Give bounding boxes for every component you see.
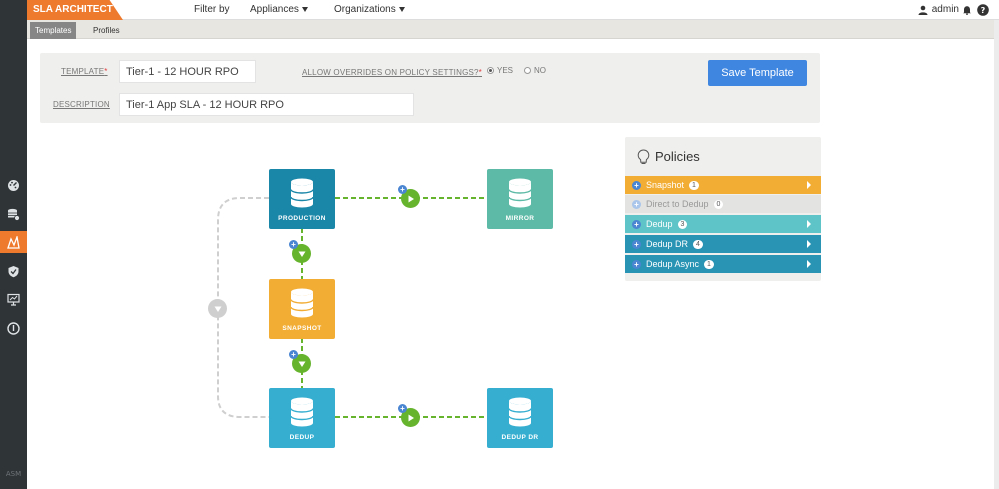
tab-templates[interactable]: Templates xyxy=(30,22,77,39)
policy-item-dedup[interactable]: + Dedup 3 xyxy=(625,215,821,233)
production-node[interactable]: PRODUCTION xyxy=(269,169,335,229)
chevron-right-icon xyxy=(807,181,811,189)
add-icon: + xyxy=(632,219,641,229)
tab-profiles[interactable]: Profiles xyxy=(93,26,120,35)
description-label: DESCRIPTION xyxy=(53,100,110,109)
filter-by-label: Filter by xyxy=(194,4,230,15)
sidebar-footer-label: ASM xyxy=(5,470,22,478)
policy-item-dedup-dr[interactable]: + Dedup DR 4 xyxy=(625,235,821,253)
radio-selected-icon xyxy=(487,67,494,74)
overrides-label: ALLOW OVERRIDES ON POLICY SETTINGS?* xyxy=(302,68,482,77)
organizations-dropdown[interactable]: Organizations xyxy=(334,0,405,20)
user-menu[interactable]: admin xyxy=(918,0,959,20)
down-arrow-icon[interactable] xyxy=(292,354,311,373)
chevron-down-icon xyxy=(398,6,405,12)
monitor-icon[interactable] xyxy=(0,288,27,310)
template-name-field[interactable]: Tier-1 - 12 HOUR RPO xyxy=(119,60,256,83)
no-label: NO xyxy=(534,66,546,75)
top-bar: SLA ARCHITECT Filter by Appliances Organ… xyxy=(27,0,999,20)
down-arrow-icon[interactable] xyxy=(292,244,311,263)
down-arrow-icon[interactable] xyxy=(208,299,227,318)
policy-item-dedup-async[interactable]: + Dedup Async 1 xyxy=(625,255,821,273)
add-icon: + xyxy=(632,199,641,209)
policy-label: Dedup xyxy=(646,219,673,229)
template-label: TEMPLATE* xyxy=(61,67,108,76)
dashboard-icon[interactable] xyxy=(0,174,27,196)
policies-panel: Policies + Snapshot 1 + Direct to Dedup 0 + D… xyxy=(625,137,821,281)
sla-architect-icon[interactable] xyxy=(0,231,27,253)
description-field[interactable]: Tier-1 App SLA - 12 HOUR RPO xyxy=(119,93,414,116)
database-icon xyxy=(290,178,314,208)
add-policy-icon[interactable]: + xyxy=(289,350,298,359)
chevron-right-icon xyxy=(807,260,811,268)
radio-unselected-icon xyxy=(524,67,531,74)
save-template-button[interactable]: Save Template xyxy=(708,60,807,86)
info-power-icon[interactable] xyxy=(0,317,27,339)
database-icon xyxy=(290,288,314,318)
mirror-label: MIRROR xyxy=(505,215,535,222)
database-icon xyxy=(508,397,532,427)
scrollbar-track[interactable] xyxy=(994,20,999,489)
policy-count-badge: 0 xyxy=(713,199,724,209)
brand-title[interactable]: SLA ARCHITECT xyxy=(27,0,123,20)
user-icon xyxy=(918,5,928,15)
policy-count-badge: 1 xyxy=(704,259,714,269)
policy-label: Snapshot xyxy=(646,180,685,190)
left-sidebar: ASM xyxy=(0,0,27,489)
svg-text:?: ? xyxy=(981,6,986,15)
policy-label: Dedup DR xyxy=(646,239,689,249)
snapshot-node[interactable]: SNAPSHOT xyxy=(269,279,335,339)
policy-label: Direct to Dedup xyxy=(646,199,709,209)
add-icon: + xyxy=(632,259,641,269)
policy-item-snapshot[interactable]: + Snapshot 1 xyxy=(625,176,821,194)
database-settings-icon[interactable] xyxy=(0,203,27,225)
help-icon[interactable]: ? xyxy=(977,4,989,16)
organizations-label: Organizations xyxy=(334,4,396,15)
dedup-label: DEDUP xyxy=(289,434,315,441)
database-icon xyxy=(290,397,314,427)
mirror-node[interactable]: MIRROR xyxy=(487,169,553,229)
tabs-bar: Templates Profiles xyxy=(27,20,999,39)
dedup-node[interactable]: DEDUP xyxy=(269,388,335,448)
snapshot-label: SNAPSHOT xyxy=(282,325,322,332)
add-policy-icon[interactable]: + xyxy=(398,185,407,194)
chevron-right-icon xyxy=(807,220,811,228)
database-icon xyxy=(508,178,532,208)
play-arrow-icon[interactable] xyxy=(401,408,420,427)
policy-count-badge: 1 xyxy=(689,180,699,190)
override-yes-radio[interactable]: YES xyxy=(487,66,513,75)
shield-icon[interactable] xyxy=(0,260,27,282)
appliances-label: Appliances xyxy=(250,4,299,15)
yes-label: YES xyxy=(497,66,514,75)
policy-count-badge: 3 xyxy=(677,219,688,229)
policies-title: Policies xyxy=(655,149,700,164)
appliances-dropdown[interactable]: Appliances xyxy=(250,0,308,20)
policy-count-badge: 4 xyxy=(693,239,703,249)
user-name: admin xyxy=(931,4,959,15)
add-icon: + xyxy=(632,239,641,249)
dedup-dr-label: DEDUP DR xyxy=(501,434,539,441)
chevron-down-icon xyxy=(301,6,308,12)
policy-item-direct-to-dedup[interactable]: + Direct to Dedup 0 xyxy=(625,195,821,213)
bell-icon[interactable] xyxy=(962,5,972,15)
lightbulb-icon xyxy=(637,149,650,164)
production-label: PRODUCTION xyxy=(278,215,326,222)
chevron-right-icon xyxy=(807,240,811,248)
dedup-dr-node[interactable]: DEDUP DR xyxy=(487,388,553,448)
add-icon: + xyxy=(632,180,641,190)
add-policy-icon[interactable]: + xyxy=(289,240,298,249)
add-policy-icon[interactable]: + xyxy=(398,404,407,413)
policy-label: Dedup Async xyxy=(646,259,700,269)
play-arrow-icon[interactable] xyxy=(401,189,420,208)
override-no-radio[interactable]: NO xyxy=(524,66,546,75)
